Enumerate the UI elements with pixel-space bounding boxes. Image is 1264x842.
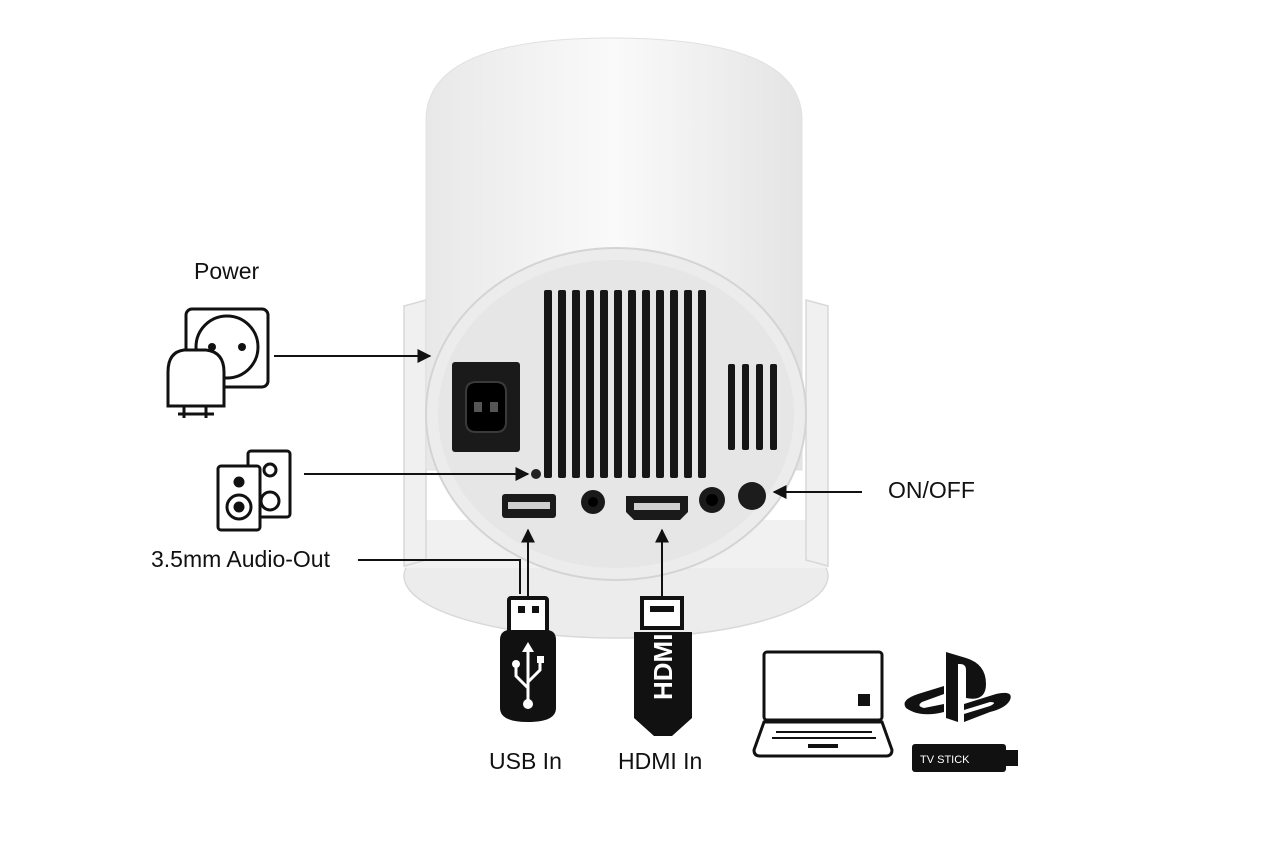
playstation-logo-icon: [904, 652, 1011, 722]
indicator-dot: [531, 469, 541, 479]
hdmi-port: [626, 496, 688, 520]
audio-jack-port: [581, 490, 605, 514]
side-vent-grille: [728, 364, 777, 450]
usb-in-label: USB In: [489, 748, 562, 774]
on-off-label: ON/OFF: [888, 477, 975, 503]
tv-stick-text: TV STICK: [920, 754, 970, 766]
power-plug-socket-icon: [166, 307, 270, 418]
usb-plug-icon: [500, 596, 556, 722]
hdmi-plug-text: HDMI: [648, 634, 678, 700]
hdmi-in-label: HDMI In: [618, 748, 703, 774]
usb-port: [502, 494, 556, 518]
audio-out-label: 3.5mm Audio-Out: [151, 546, 330, 572]
speaker-icon: [216, 449, 292, 532]
dc-jack-port: [699, 487, 725, 513]
audio-leader-line: [358, 559, 521, 594]
power-label: Power: [194, 258, 260, 284]
main-vent-grille: [544, 290, 706, 478]
on-off-button: [738, 482, 766, 510]
hdmi-plug-icon: HDMI: [634, 596, 692, 736]
laptop-icon: [752, 650, 894, 758]
connection-arrows: [274, 349, 862, 598]
power-inlet-port: [452, 362, 520, 452]
tv-stick-icon: TV STICK: [912, 744, 1018, 772]
